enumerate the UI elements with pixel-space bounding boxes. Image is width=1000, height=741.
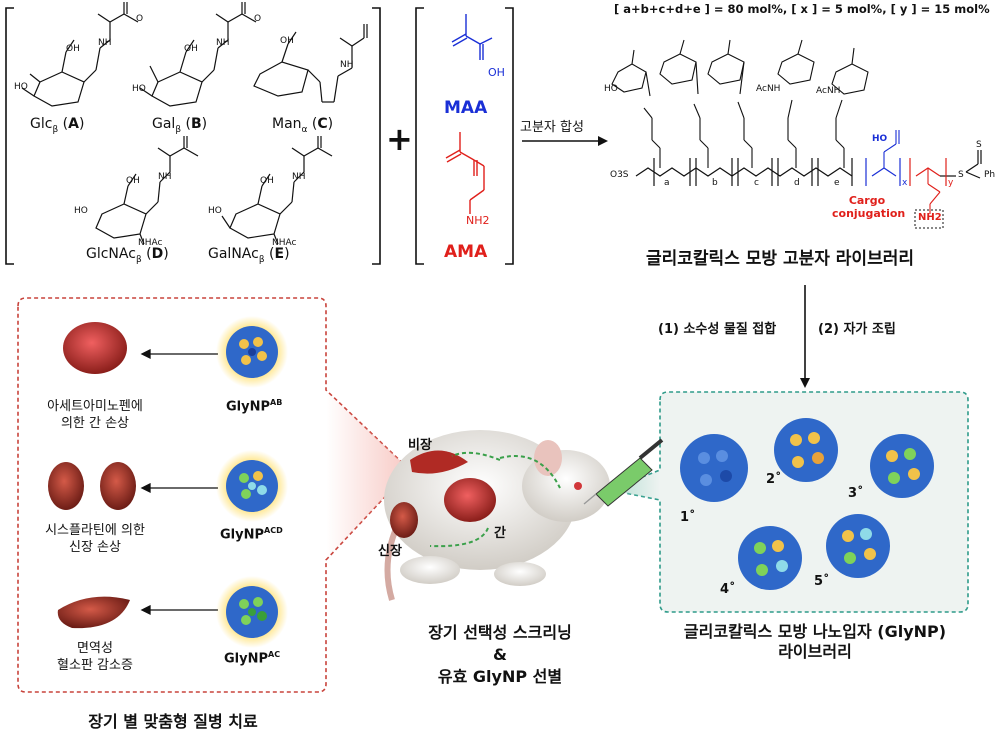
maa-structure [451,14,493,60]
therapy-disease-kidney: 시스플라틴에 의한 신장 손상 [45,523,145,555]
chem-label: x [902,178,908,188]
gal-structure [139,2,257,107]
mouse-illustration [384,430,610,601]
chem-label: NH [216,38,230,48]
chem-label: NH [292,172,306,182]
chem-label: y [948,178,954,188]
chem-label: OH [280,36,294,46]
ama-label: AMA [444,242,488,262]
chem-label: d [794,178,800,188]
monomer-d-label: GlcNAcβ (D) [86,246,169,265]
therapy-np-ab: GlyNPAB [226,398,283,415]
chem-label: NHAc [138,238,163,248]
chem-label: HO [872,134,888,144]
polymerization-label: 고분자 합성 [520,120,584,135]
screening-title: 장기 선택성 스크리닝 & 유효 GlyNP 선별 [428,623,572,686]
therapy-panel-border [17,297,412,693]
cargo-label: Cargo conjugation [832,194,906,220]
chem-label: S [976,140,982,150]
plus-sign: + [386,120,413,158]
monomer-bracket [5,7,514,265]
liver-organ [63,322,127,374]
therapy-arrows [140,348,218,616]
np-1-particle [680,434,748,502]
np-library-title: 글리코칼릭스 모방 나노입자 (GlyNP) 라이브러리 [683,622,947,661]
chem-label: a [664,178,670,188]
chem-label: O3S [610,170,629,180]
chem-label: NH [158,172,172,182]
chem-label: b [712,178,718,188]
monomer-b-label: Galβ (B) [152,116,208,135]
organ-liver-label: 간 [494,526,506,541]
spleen-organ [57,596,130,629]
np-5-particle [826,514,890,578]
therapy-disease-liver: 아세트아미노펜에 의한 간 손상 [47,399,143,431]
chem-label: e [834,178,840,188]
polymerization-arrow [522,136,608,146]
chem-label: NH [98,38,112,48]
ama-structure [445,132,485,214]
np-2-particle [774,418,838,482]
man-structure [253,24,368,103]
chem-label: S [958,170,964,180]
glcnac-structure [95,136,199,245]
chem-label: O [136,14,144,24]
chem-label: OH [260,176,274,186]
chem-label: HO [132,84,146,94]
np-5-label: 5˚ [814,574,830,589]
polymer-backbone [635,150,982,186]
np-1-label: 1˚ [680,510,696,525]
monomer-e-label: GalNAcβ (E) [208,246,290,265]
therapy-disease-spleen: 면역성 혈소판 감소증 [57,641,133,673]
composition-text: [ a+b+c+d+e ] = 80 mol%, [ x ] = 5 mol%,… [614,2,990,16]
therapy-np-acd: GlyNPACD [220,526,283,543]
therapy-title: 장기 별 맞춤형 질병 치료 [88,712,258,731]
chem-label: HO [604,84,618,94]
chem-label: OH [126,176,140,186]
polymer-library-title: 글리코칼릭스 모방 고분자 라이브러리 [646,249,914,269]
glynp-acd-particle [216,450,288,522]
np-4-label: 4˚ [720,582,736,597]
assembly-arrow [800,285,810,388]
therapy-panel-glow [326,390,410,560]
step1-label: (1) 소수성 물질 접합 [658,322,777,337]
chem-label: AcNH [816,86,841,96]
syringe-illustration [583,438,664,507]
nh2-highlight-box [914,209,944,229]
galnac-structure [221,136,333,245]
np-4-particle [738,526,802,590]
monomer-a-label: Glcβ (A) [30,116,85,135]
chem-label: c [754,178,759,188]
cargo-nh2-label: NH2 [918,212,942,223]
chem-label: Ph [984,170,996,180]
organ-spleen-label: 비장 [408,438,432,453]
np-3-particle [870,434,934,498]
ama-nh2-label: NH2 [466,214,490,227]
glynp-ac-particle [216,576,288,648]
chem-label: OH [66,44,80,54]
np-2-label: 2˚ [766,472,782,487]
chem-label: HO [14,82,28,92]
chem-label: NH [340,60,354,70]
glynp-ab-particle [216,316,288,388]
chem-label: OH [184,44,198,54]
chem-label: HO [74,206,88,216]
polymer-sugar-pendants [611,39,941,214]
np-3-label: 3˚ [848,486,864,501]
glc-structure [21,2,139,107]
chem-label: HO [208,206,222,216]
step2-label: (2) 자가 조립 [818,322,896,337]
kidneys-organ [48,462,136,510]
chem-label: AcNH [756,84,781,94]
therapy-np-ac: GlyNPAC [224,650,281,667]
chem-label: O [254,14,262,24]
monomer-c-label: Manα (C) [272,116,334,135]
maa-oh-label: OH [488,66,505,79]
chem-label: NHAc [272,238,297,248]
organ-kidney-label: 신장 [378,544,402,559]
maa-label: MAA [444,98,488,118]
